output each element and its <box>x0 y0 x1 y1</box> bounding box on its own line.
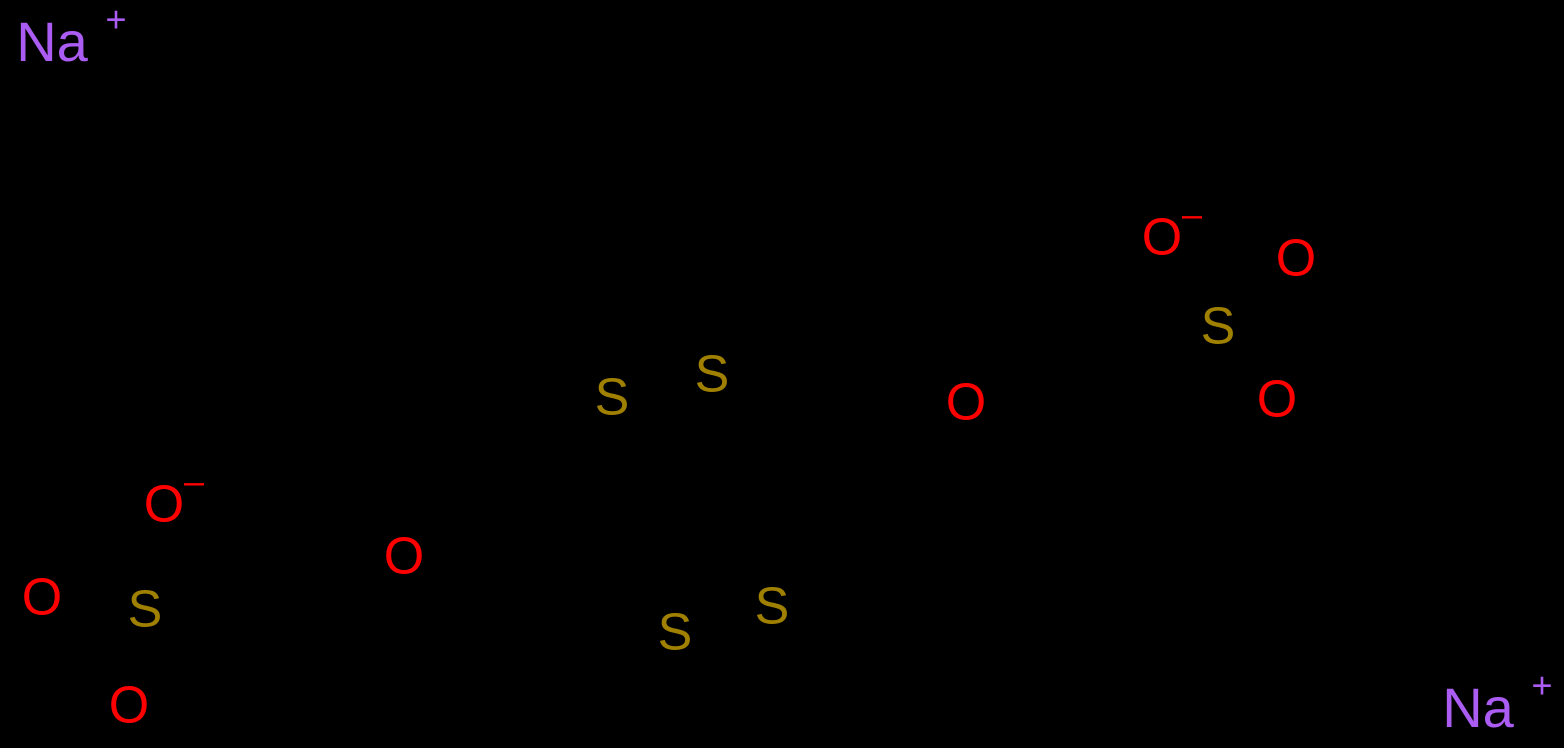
bond-s-left-to-ominus <box>149 531 171 591</box>
bond-s-left-double-lower-a <box>123 637 136 685</box>
bond-s-left-double-upper-a <box>71 598 121 607</box>
atom-label-o-double-right-upper: O <box>1276 230 1316 288</box>
atom-label-o-double-left-upper: O <box>22 569 62 627</box>
bond-s-left-double-lower-b <box>141 640 154 688</box>
bond-ch2-to-s-sulfonate-right <box>1119 341 1195 359</box>
atom-label-o-minus-left: O <box>144 476 184 534</box>
bond-oether-left-to-ch2 <box>421 549 495 593</box>
bond-ch2-to-ch2-left <box>255 605 333 675</box>
atom-label-o-double-right-lower: O <box>1257 371 1297 429</box>
counter-ion-sodium-top-left-charge: + <box>105 0 126 40</box>
bond-ch2-left-up <box>489 525 563 593</box>
atom-label-o-ether-left: O <box>384 528 424 586</box>
atom-label-s-core-bottom-left: S <box>658 604 693 662</box>
bond-ch2-right-to-oether <box>827 405 901 437</box>
bond-network <box>71 265 1293 688</box>
bond-s-top-left-to-c <box>615 425 663 501</box>
bond-s-bot-left-to-s-bot-right <box>699 615 749 629</box>
atom-label-s-core-top-left: S <box>595 369 630 427</box>
bond-s-right-double-upper-a <box>1235 285 1285 311</box>
bond-s-right-to-ominus <box>1173 265 1209 309</box>
bond-s-bot-right-to-c <box>743 519 769 587</box>
atom-label-s-sulfonate-right: S <box>1201 298 1236 356</box>
bond-ch2-to-s-core-top-left <box>557 425 609 531</box>
bond-c-to-ch2-right <box>757 405 833 473</box>
bond-central-double-a <box>657 495 703 563</box>
bond-central-double-b <box>681 481 727 549</box>
bond-s-left-double-upper-b <box>71 616 121 625</box>
bond-s-top-right-to-c <box>723 395 763 473</box>
atom-label-o-ether-right: O <box>946 374 986 432</box>
bond-s-left-to-ch2 <box>169 617 261 675</box>
bond-s-top-left-to-s-top-right <box>635 381 689 395</box>
counter-ion-sodium-top-left: Na <box>16 10 88 73</box>
atom-label-o-double-left-lower: O <box>109 677 149 735</box>
bond-s-right-double-lower-b <box>1247 337 1285 367</box>
atom-label-s-sulfonate-left: S <box>128 581 163 639</box>
bond-ch2-right-up <box>1049 353 1125 423</box>
atom-label-o-minus-right: O <box>1142 209 1182 267</box>
bond-oether-right-to-ch2 <box>983 377 1055 423</box>
charge-minus-right: – <box>1182 194 1202 235</box>
counter-ion-sodium-bottom-right-charge: + <box>1531 665 1552 706</box>
atom-labels: S S S S O O S O – O O S O – O O <box>22 194 1316 735</box>
bond-ch2-to-oether-left <box>327 579 395 611</box>
bond-s-bot-left-to-c <box>677 557 703 611</box>
counter-ion-sodium-bottom-right: Na <box>1442 676 1514 739</box>
bond-s-right-double-lower-a <box>1233 351 1271 381</box>
bond-s-right-double-upper-b <box>1243 301 1293 327</box>
counter-ion-group: Na + Na + <box>16 0 1552 739</box>
atom-label-s-core-bottom-right: S <box>755 578 790 636</box>
atom-label-s-core-top-right: S <box>695 346 730 404</box>
charge-minus-left: – <box>184 461 204 502</box>
